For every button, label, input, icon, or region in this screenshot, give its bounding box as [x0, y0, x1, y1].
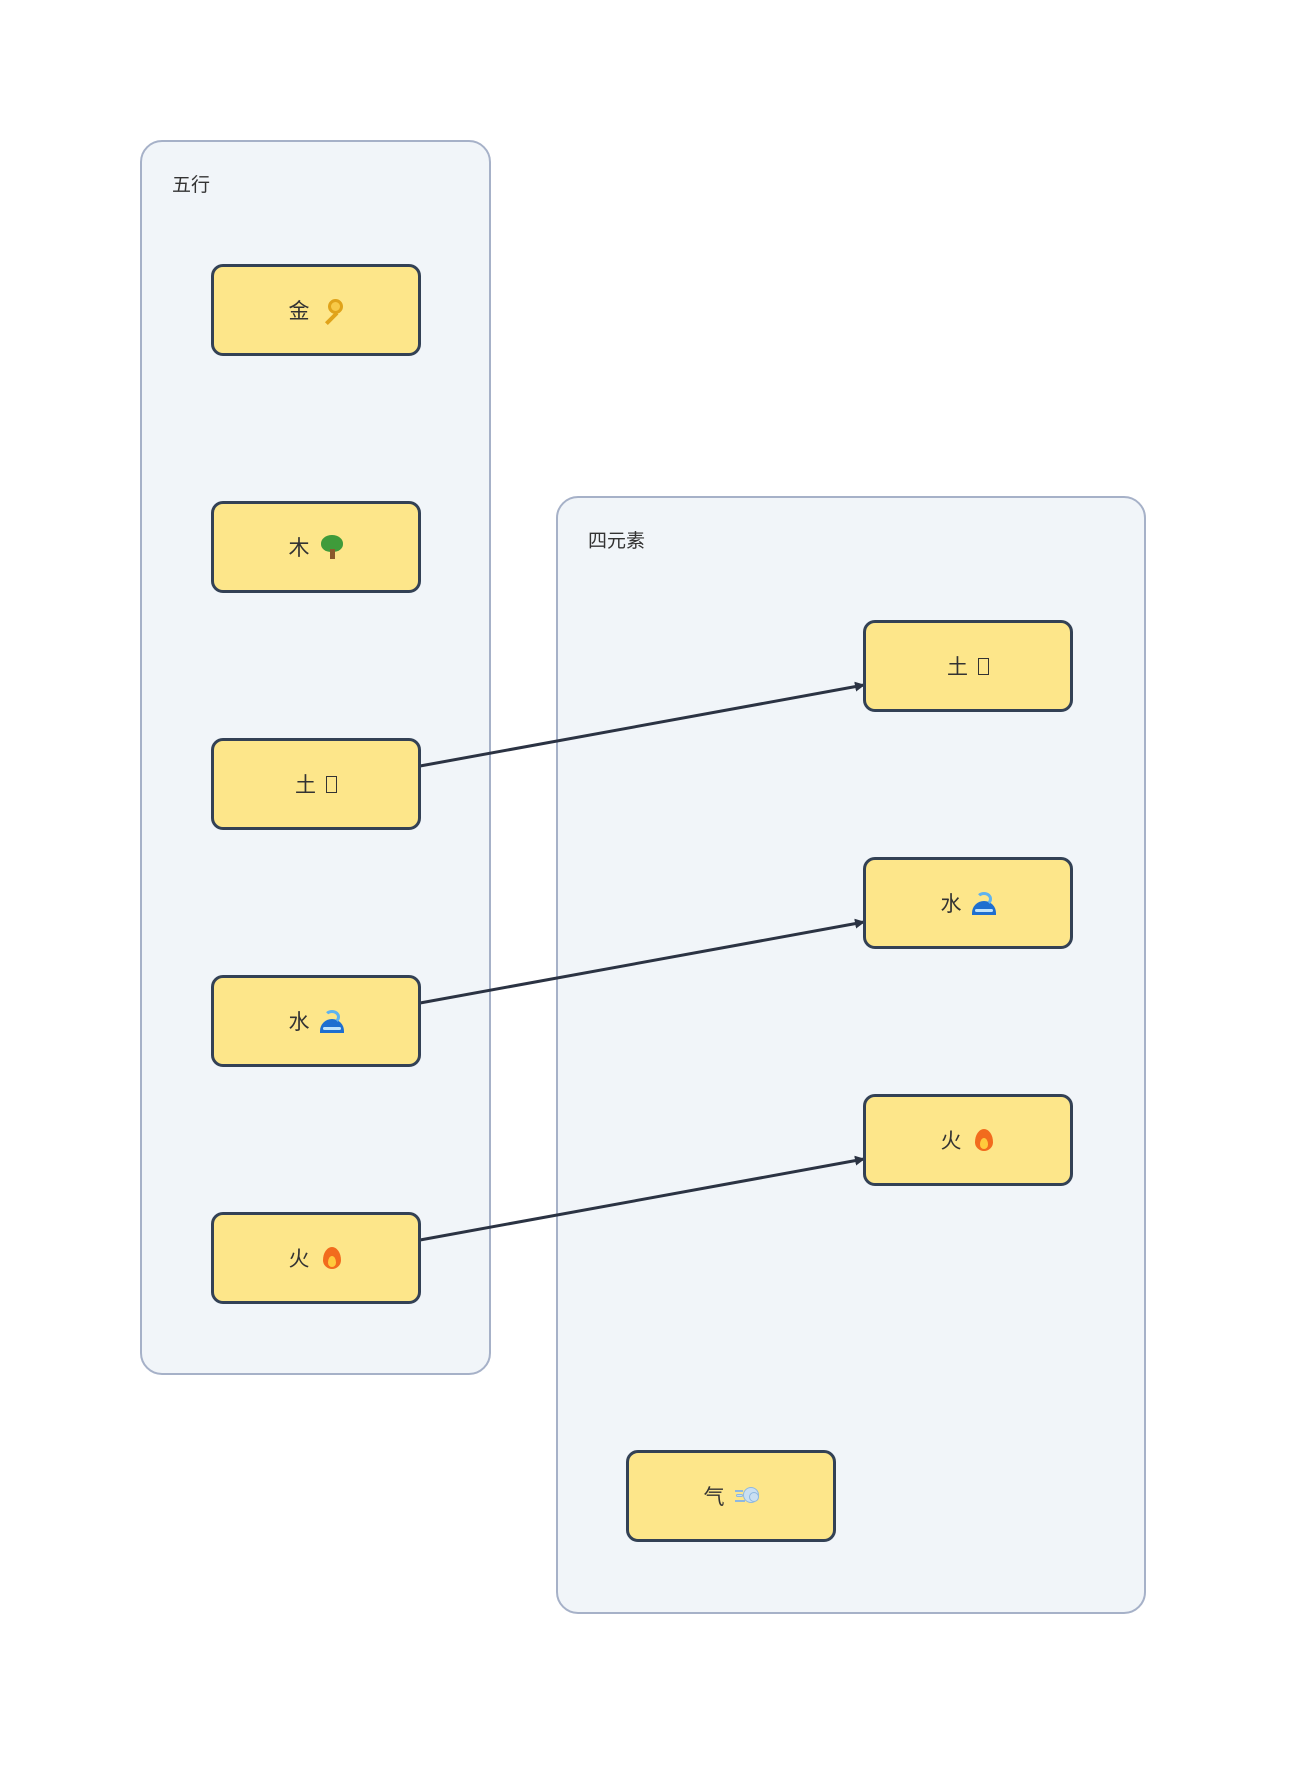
node-label: 水 [288, 1010, 310, 1034]
node-four-elements-air[interactable]: 气 [626, 1450, 836, 1542]
node-label: 火 [940, 1129, 962, 1153]
edge-water-to-water [419, 918, 865, 1005]
node-wuxing-fire[interactable]: 火 [211, 1212, 421, 1304]
node-four-elements-water[interactable]: 水 [863, 857, 1073, 949]
missing-glyph-box-icon [326, 775, 337, 793]
node-label: 土 [295, 773, 316, 797]
edge-earth-to-earth [419, 681, 865, 768]
wind-icon [734, 1484, 759, 1508]
node-label: 水 [940, 892, 962, 916]
cluster-title-wuxing: 五行 [172, 174, 211, 196]
fire-icon [320, 1246, 344, 1270]
edge-fire-to-fire [419, 1155, 865, 1242]
node-wuxing-earth[interactable]: 土 [211, 738, 421, 830]
tree-icon [320, 535, 344, 559]
fire-icon [972, 1128, 996, 1152]
node-four-elements-fire[interactable]: 火 [863, 1094, 1073, 1186]
node-label: 气 [703, 1485, 725, 1509]
cluster-title-four-elements: 四元素 [588, 530, 646, 552]
node-wuxing-water[interactable]: 水 [211, 975, 421, 1067]
node-wuxing-metal[interactable]: 金 [211, 264, 421, 356]
node-label: 土 [947, 655, 968, 679]
node-wuxing-wood[interactable]: 木 [211, 501, 421, 593]
missing-glyph-box-icon [978, 657, 989, 675]
node-label: 金 [288, 299, 310, 323]
node-four-elements-earth[interactable]: 土 [863, 620, 1073, 712]
wave-icon [971, 891, 996, 915]
wave-icon [319, 1009, 344, 1033]
key-icon [320, 298, 344, 326]
node-label: 木 [288, 536, 310, 560]
node-label: 火 [288, 1247, 310, 1271]
